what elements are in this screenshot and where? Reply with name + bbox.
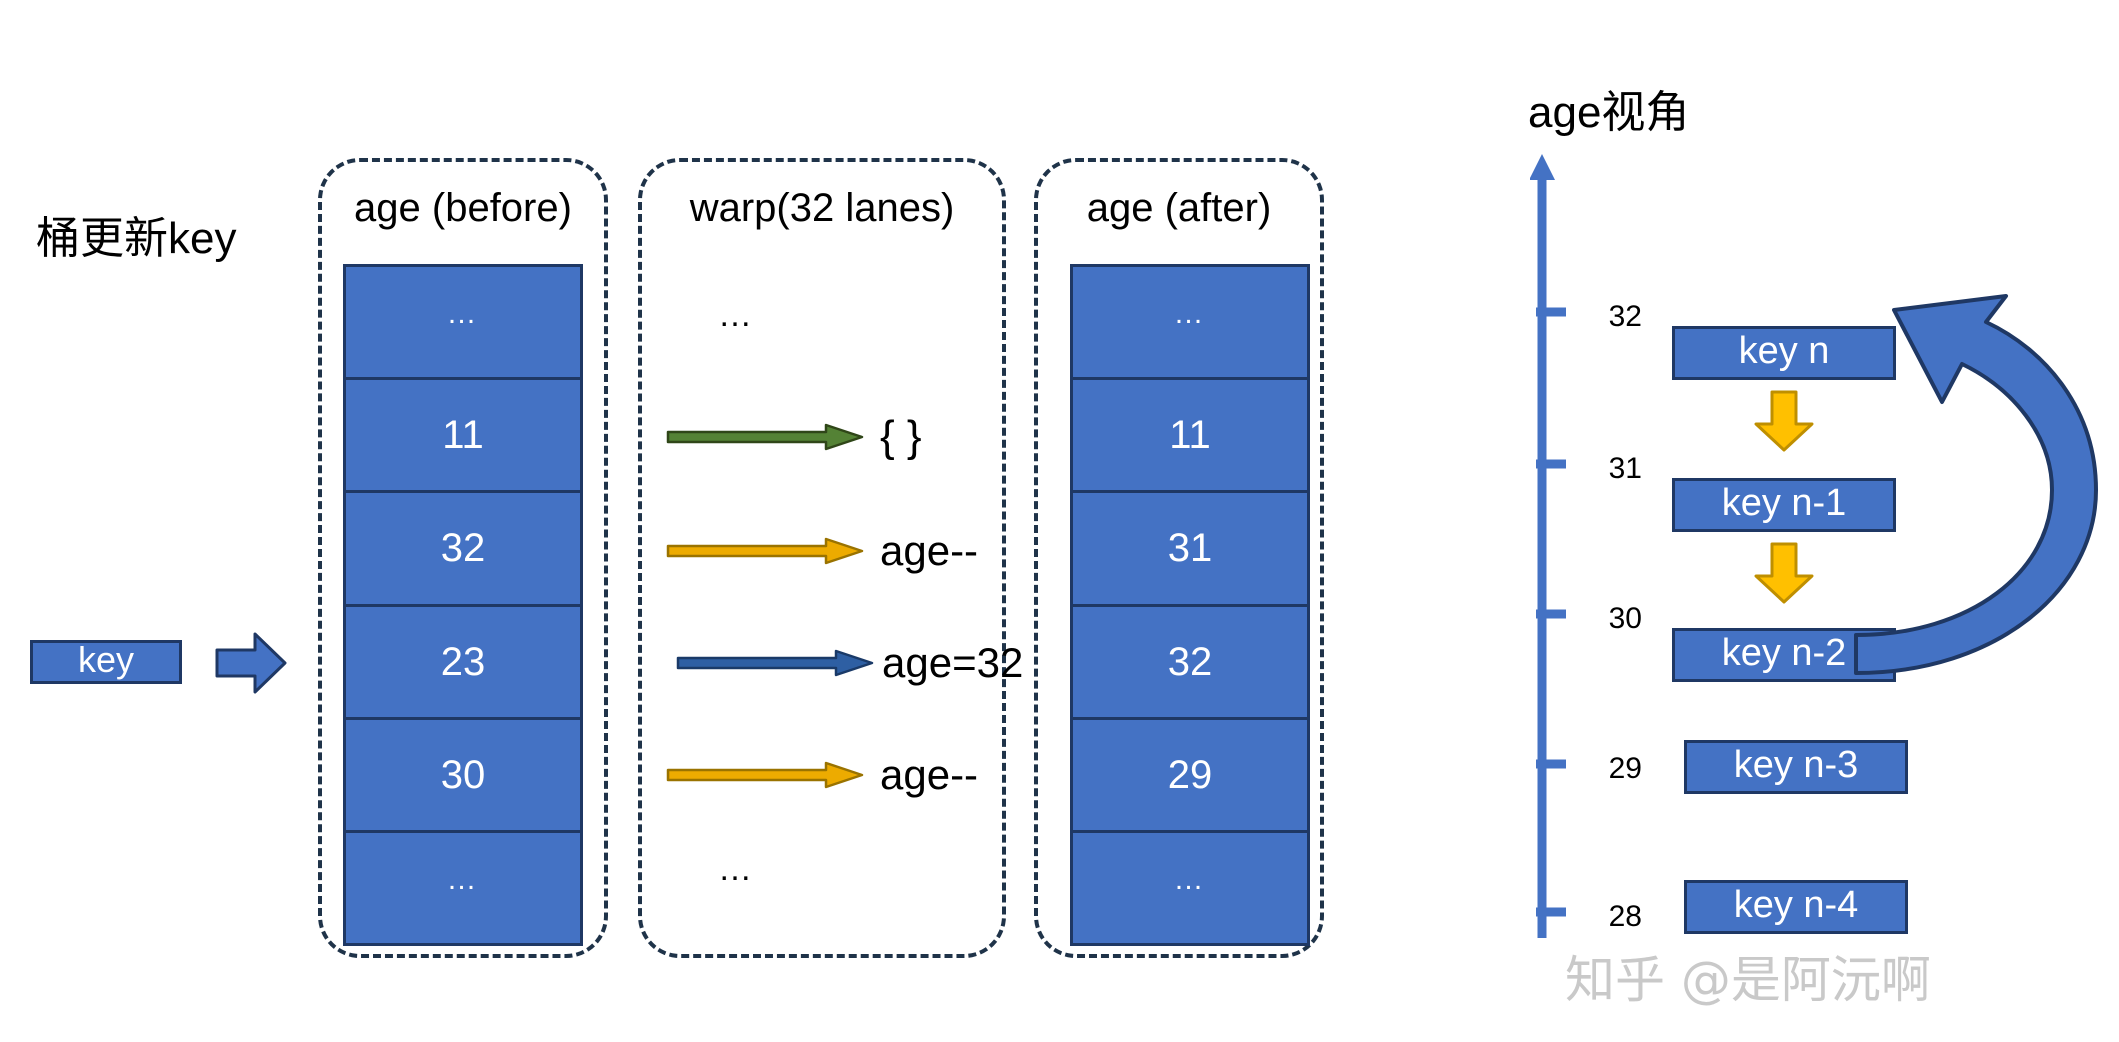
panel-warp-title: warp(32 lanes) bbox=[689, 186, 955, 230]
warp-lane-row: age=32 bbox=[666, 640, 1023, 686]
axis-tick-label: 31 bbox=[1608, 452, 1642, 485]
cell-value: … bbox=[1173, 862, 1207, 896]
age-after-cell: … bbox=[1070, 829, 1310, 947]
panel-age-after bbox=[1034, 158, 1324, 958]
axis-tick-label: 30 bbox=[1608, 602, 1642, 635]
warp-lane-row: age-- bbox=[666, 752, 1006, 798]
axis-tick-label: 29 bbox=[1608, 752, 1642, 785]
age-view-key-label: key n-4 bbox=[1733, 884, 1859, 926]
cell-value: 32 bbox=[440, 526, 486, 571]
cell-value: … bbox=[1173, 297, 1207, 331]
cell-value: 29 bbox=[1167, 752, 1213, 797]
cell-value: 11 bbox=[442, 413, 484, 458]
age-after-cell-stack: … 11 31 32 29 … bbox=[1070, 264, 1310, 947]
age-axis bbox=[1530, 154, 1566, 938]
cell-value: … bbox=[446, 862, 480, 896]
warp-lane-label: age=32 bbox=[882, 639, 1024, 686]
cell-value: 30 bbox=[440, 752, 486, 797]
age-before-cell-stack: … 11 32 23 30 … bbox=[343, 264, 583, 947]
green-arrow-icon bbox=[666, 423, 864, 451]
age-view-key-label: key n-2 bbox=[1721, 632, 1847, 674]
panel-warp bbox=[638, 158, 1006, 958]
panel-age-before bbox=[318, 158, 608, 958]
warp-ellipsis-top: … bbox=[718, 296, 756, 334]
recycle-loop-arrow-icon bbox=[1854, 294, 2098, 675]
cell-value: 23 bbox=[440, 639, 486, 684]
age-after-cell: 31 bbox=[1070, 490, 1310, 607]
orange-arrow-icon bbox=[666, 761, 864, 789]
warp-lane-label: age-- bbox=[880, 527, 979, 574]
age-view-key-box: key n-4 bbox=[1684, 880, 1908, 934]
age-view-key-box: key n-1 bbox=[1672, 478, 1896, 532]
orange-arrow-icon bbox=[666, 537, 864, 565]
axis-tick-label: 28 bbox=[1608, 900, 1642, 933]
age-view-key-box: key n-3 bbox=[1684, 740, 1908, 794]
age-view-key-label: key n-3 bbox=[1733, 744, 1859, 786]
age-before-cell: 32 bbox=[343, 490, 583, 607]
panel-age-after-title: age (after) bbox=[1086, 186, 1272, 230]
age-after-cell: 32 bbox=[1070, 603, 1310, 720]
age-before-cell: … bbox=[343, 829, 583, 947]
key-to-column-block-arrow-icon bbox=[215, 632, 287, 694]
warp-lane-label: { } bbox=[880, 412, 922, 461]
age-view-key-label: key n bbox=[1738, 330, 1830, 372]
cell-value: 11 bbox=[1169, 413, 1211, 458]
key-chip-label: key bbox=[77, 639, 135, 680]
cell-value: 32 bbox=[1167, 639, 1213, 684]
blue-arrow-icon bbox=[676, 649, 874, 677]
age-after-cell: … bbox=[1070, 264, 1310, 381]
down-arrow-icon bbox=[1754, 542, 1814, 604]
cell-value: 31 bbox=[1167, 526, 1213, 571]
age-before-cell: 23 bbox=[343, 603, 583, 720]
down-arrow-icon bbox=[1754, 390, 1814, 452]
age-before-cell: 30 bbox=[343, 716, 583, 833]
axis-tick-label: 32 bbox=[1608, 300, 1642, 333]
watermark: 知乎 @是阿沅啊 bbox=[1565, 951, 1931, 1009]
warp-lane-row: age-- bbox=[666, 528, 1006, 574]
age-before-cell: … bbox=[343, 264, 583, 381]
warp-ellipsis-bottom: … bbox=[718, 850, 756, 888]
age-view-key-label: key n-1 bbox=[1721, 482, 1847, 524]
age-view-title: age视角 bbox=[1528, 88, 1690, 137]
key-chip: key bbox=[30, 640, 182, 684]
age-view-key-box: key n bbox=[1672, 326, 1896, 380]
panel-age-before-title: age (before) bbox=[354, 186, 572, 230]
age-after-cell: 11 bbox=[1070, 377, 1310, 494]
bucket-update-key-caption: 桶更新key bbox=[36, 214, 237, 263]
age-after-cell: 29 bbox=[1070, 716, 1310, 833]
warp-lane-row: { } bbox=[666, 414, 1006, 460]
age-before-cell: 11 bbox=[343, 377, 583, 494]
warp-lane-label: age-- bbox=[880, 751, 979, 798]
cell-value: … bbox=[446, 297, 480, 331]
